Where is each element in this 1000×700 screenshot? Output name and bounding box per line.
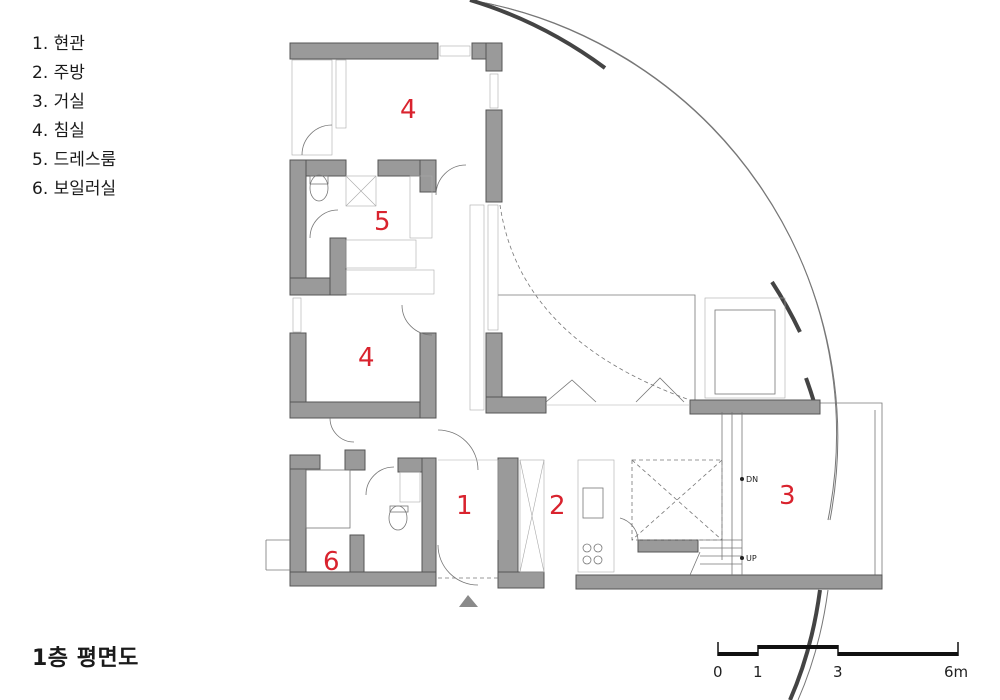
room-label-entrance: 1 <box>456 491 473 521</box>
curved-wall <box>469 0 839 700</box>
room-label-bedroom-top: 4 <box>400 95 417 125</box>
stairs: DN UP <box>619 412 758 576</box>
room-label-kitchen: 2 <box>549 491 566 521</box>
room-label-bedroom-mid: 4 <box>358 343 375 373</box>
living-outline <box>498 294 883 585</box>
legend-item-bedroom: 4. 침실 <box>32 121 85 141</box>
scale-label-1: 1 <box>753 663 763 681</box>
scale-label-3: 3 <box>833 663 843 681</box>
entrance-kitchen-walls <box>437 429 883 590</box>
stair-down-label: DN <box>746 475 758 484</box>
corridor-walls <box>469 204 821 415</box>
legend-item-boiler: 6. 보일러실 <box>32 179 117 199</box>
room-label-living: 3 <box>779 481 796 511</box>
bath-boiler-walls <box>265 417 437 587</box>
plan-title: 1층 평면도 <box>32 646 139 671</box>
room-label-boiler: 6 <box>323 547 340 577</box>
room-label-dressroom: 5 <box>374 207 391 237</box>
upper-bedroom-walls <box>289 42 503 203</box>
middle-bedroom-walls <box>289 297 437 419</box>
stair-up-label: UP <box>746 554 757 563</box>
room-labels: 4 5 4 1 2 3 6 <box>323 95 796 577</box>
dressroom-walls <box>289 159 467 296</box>
legend-item-kitchen: 2. 주방 <box>32 63 85 83</box>
scale-bar: 0 1 3 6m <box>713 642 968 681</box>
legend-item-living: 3. 거실 <box>32 92 85 112</box>
scale-label-6m: 6m <box>944 663 968 681</box>
scale-label-0: 0 <box>713 663 723 681</box>
room-legend: 1. 현관 2. 주방 3. 거실 4. 침실 5. 드레스룸 6. 보일러실 <box>32 30 116 204</box>
entry-arrow-icon <box>459 595 478 607</box>
legend-item-dressroom: 5. 드레스룸 <box>32 150 117 170</box>
legend-item-entrance: 1. 현관 <box>32 34 85 54</box>
